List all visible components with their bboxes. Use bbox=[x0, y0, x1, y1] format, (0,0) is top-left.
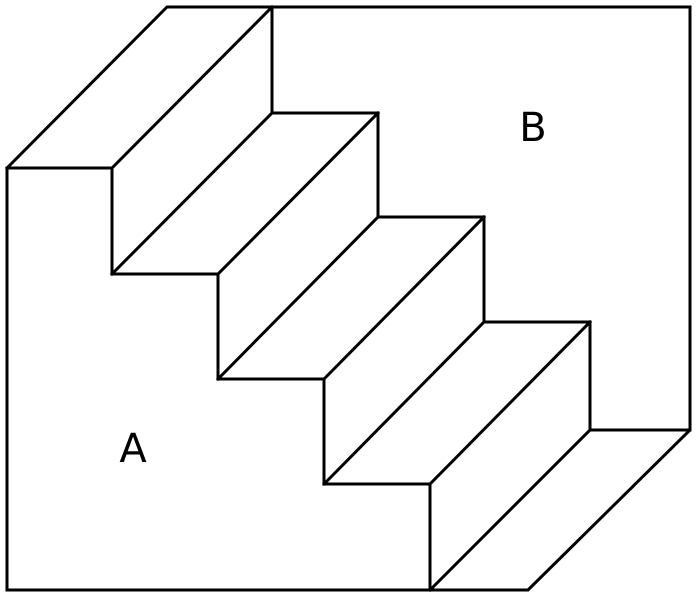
step-edges bbox=[109, 4, 692, 593]
label-a: A bbox=[119, 426, 147, 472]
step-edge bbox=[321, 319, 487, 487]
step-edge bbox=[109, 4, 275, 171]
step-edge bbox=[321, 214, 487, 382]
step-edge bbox=[427, 319, 593, 487]
step-edge bbox=[215, 214, 381, 382]
step-edge bbox=[427, 427, 593, 593]
step-edge bbox=[215, 110, 381, 277]
outer-back-outline bbox=[4, 5, 692, 592]
label-b: B bbox=[519, 105, 546, 151]
step-edge bbox=[109, 110, 275, 277]
